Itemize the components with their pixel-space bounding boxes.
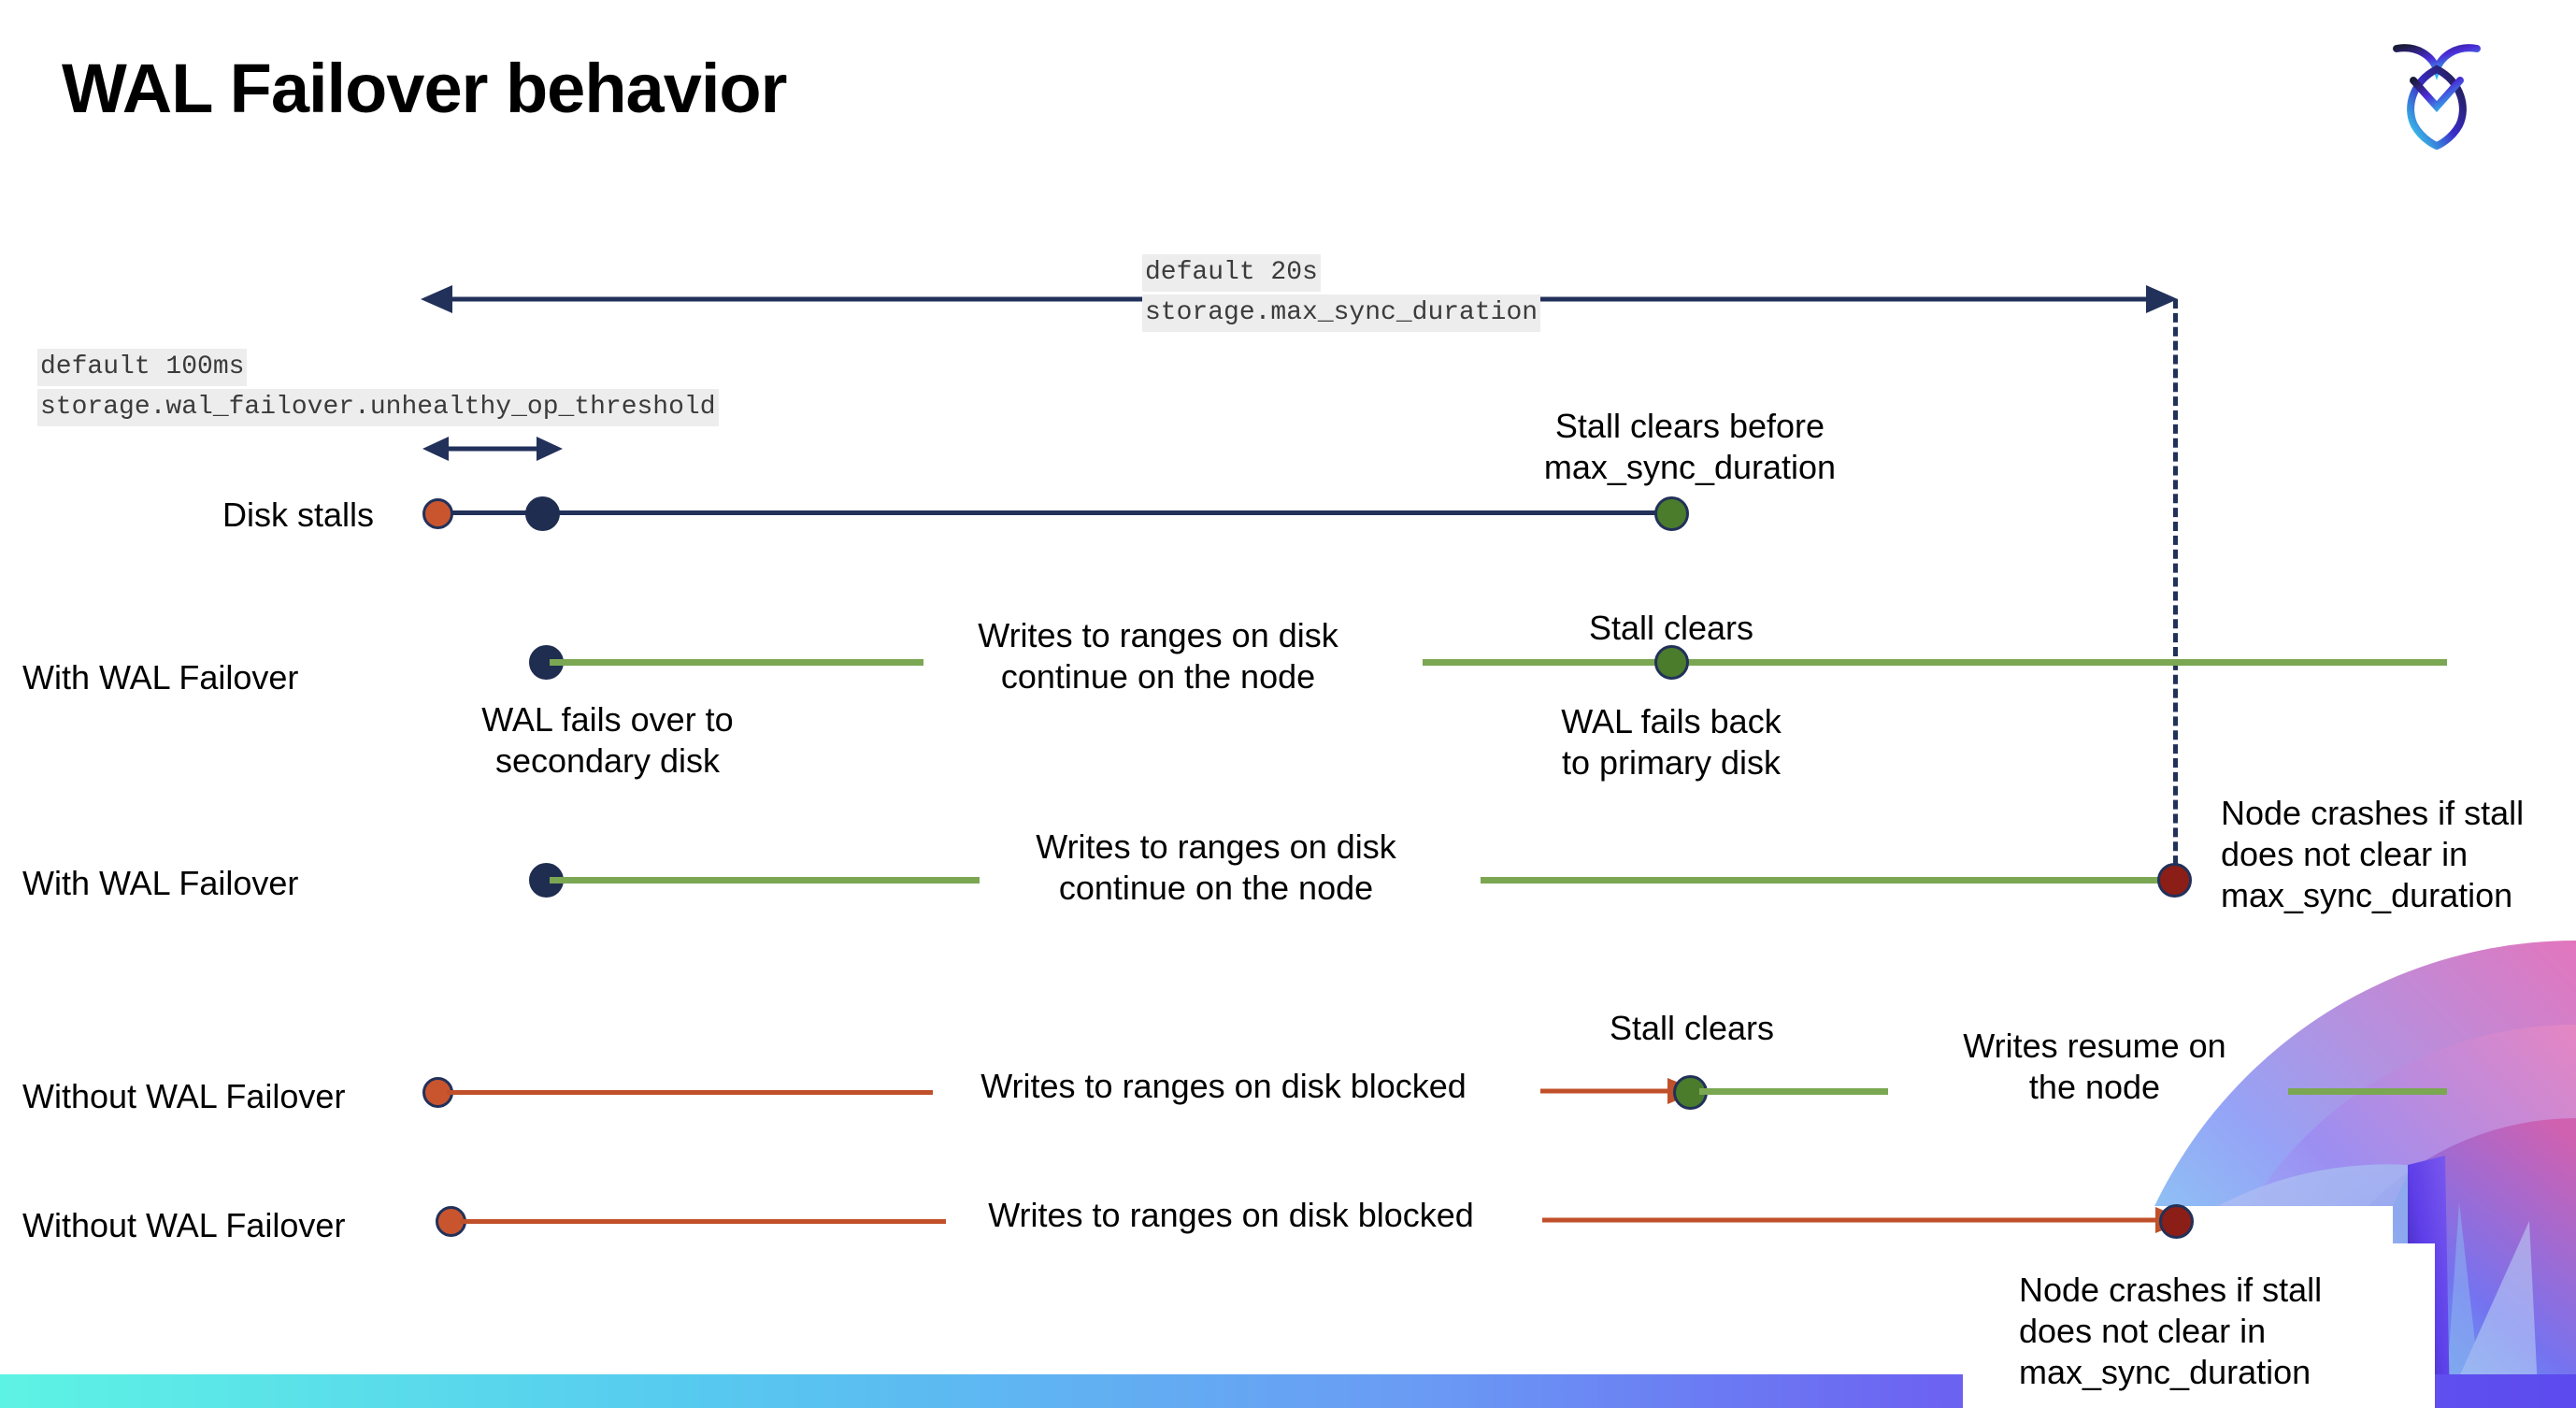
row5-orange-segment-a bbox=[460, 1219, 946, 1224]
annotation-writes-blocked-2: Writes to ranges on disk blocked bbox=[988, 1196, 1474, 1234]
row4-green-segment bbox=[1699, 1088, 1888, 1095]
row4-orange-segment-a bbox=[447, 1090, 933, 1095]
row-label-without-wal-failover-1: Without WAL Failover bbox=[22, 1077, 346, 1115]
annotation-stall-clears-3: Stall clears bbox=[1609, 1009, 1775, 1047]
unhealthy-threshold-arrow bbox=[422, 437, 563, 461]
row5-blocked-arrow bbox=[1542, 1207, 2187, 1233]
disk-stalls-timeline bbox=[436, 510, 1673, 515]
node-crash-dot-row3 bbox=[2157, 863, 2192, 898]
annotation-wal-fails-over: WAL fails over to secondary disk bbox=[481, 700, 734, 780]
row-label-without-wal-failover-2: Without WAL Failover bbox=[22, 1206, 346, 1244]
annotation-stall-clears-2: Stall clears bbox=[1588, 609, 1754, 647]
node-crash-callout-box bbox=[1963, 1253, 2393, 1408]
cockroachdb-logo-icon bbox=[2385, 28, 2488, 151]
node-crash-dot-row5 bbox=[2159, 1204, 2194, 1239]
logo-svg bbox=[2393, 44, 2481, 151]
row3-green-segment-b bbox=[1481, 877, 2180, 884]
page-title: WAL Failover behavior bbox=[62, 50, 787, 127]
annotation-writes-resume: Writes resume on the node bbox=[1963, 1027, 2226, 1106]
max-sync-end-dashed-line bbox=[2173, 299, 2178, 879]
annotation-stall-clears-before: Stall clears before max_sync_duration bbox=[1543, 407, 1837, 486]
art-mask-left bbox=[1804, 1169, 1972, 1384]
annotation-node-crashes-2: Node crashes if stall does not clear in … bbox=[2019, 1271, 2323, 1391]
annotation-wal-fails-back: WAL fails back to primary disk bbox=[1561, 702, 1782, 782]
wal-failover-trigger-dot-row1 bbox=[525, 496, 560, 531]
annotation-node-crashes-1: Node crashes if stall does not clear in … bbox=[2221, 794, 2525, 914]
disk-stall-start-dot bbox=[422, 498, 453, 529]
unhealthy-setting-chip: storage.wal_failover.unhealthy_op_thresh… bbox=[37, 389, 719, 426]
row-label-disk-stalls: Disk stalls bbox=[222, 496, 375, 534]
max-sync-default-chip: default 20s bbox=[1142, 254, 1321, 292]
annotation-writes-blocked-1: Writes to ranges on disk blocked bbox=[980, 1067, 1467, 1105]
unhealthy-default-chip: default 100ms bbox=[37, 349, 248, 386]
row-label-with-wal-failover-2: With WAL Failover bbox=[22, 864, 299, 902]
max-sync-setting-chip: storage.max_sync_duration bbox=[1142, 295, 1541, 332]
row2-green-segment-a bbox=[550, 659, 923, 666]
row-label-with-wal-failover-1: With WAL Failover bbox=[22, 658, 299, 697]
row2-green-segment-b bbox=[1423, 659, 2447, 666]
annotation-writes-continue-1: Writes to ranges on disk continue on the… bbox=[978, 616, 1338, 696]
stall-clears-dot-row2 bbox=[1654, 645, 1689, 680]
row4-green-segment-tail bbox=[2288, 1088, 2447, 1095]
annotation-writes-continue-2: Writes to ranges on disk continue on the… bbox=[1036, 827, 1396, 907]
row3-green-segment-a bbox=[550, 877, 980, 884]
stall-clears-dot-row1 bbox=[1654, 496, 1689, 531]
